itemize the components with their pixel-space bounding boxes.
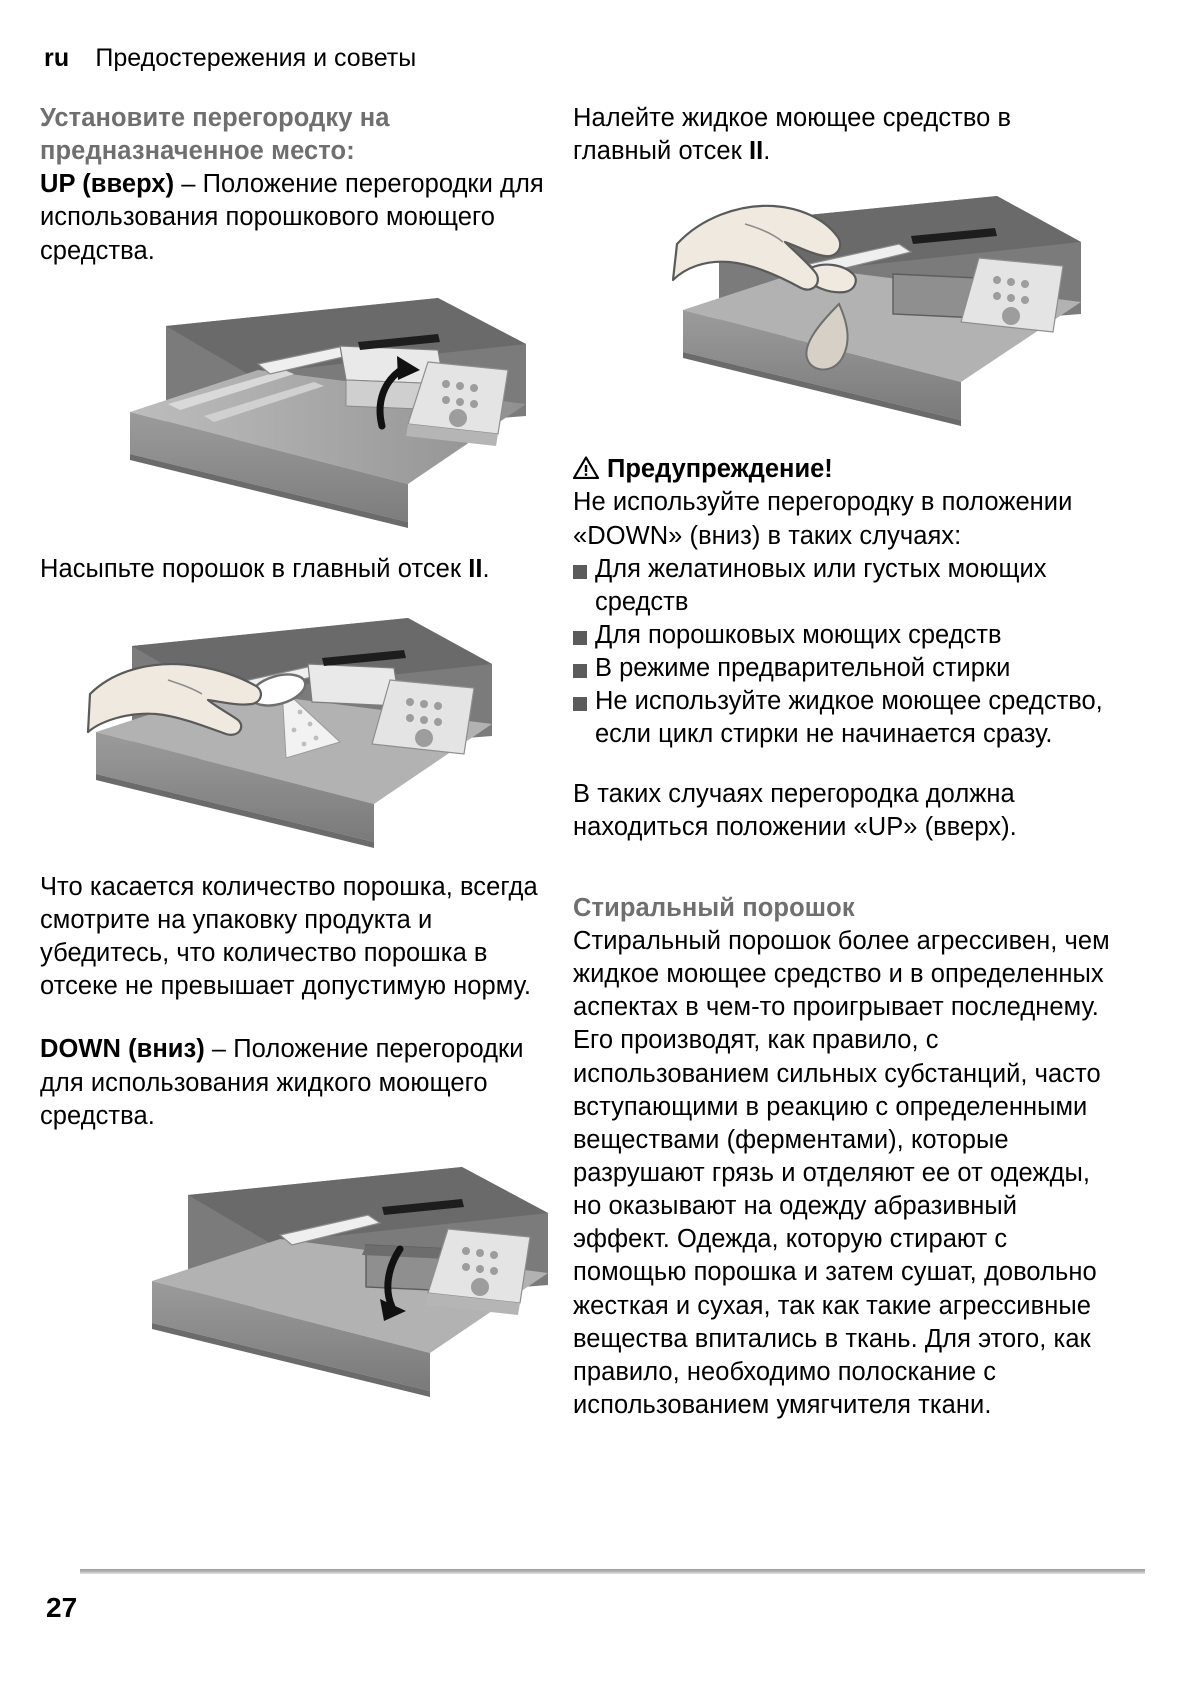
list-item-label: В режиме предварительной стирки — [595, 654, 1011, 683]
powder-amount-paragraph: Что касается количество порошка, всегда … — [40, 872, 538, 1001]
figure-pouring-liquid — [661, 184, 1089, 440]
after-bullets-paragraph: В таких случаях перегородка должна наход… — [573, 779, 1017, 841]
caption-pour-liquid-post: . — [763, 137, 771, 166]
page-number: 27 — [46, 1592, 78, 1623]
warning-bullet-list: Для желатиновых или густых моющих средст… — [573, 553, 1113, 752]
up-text: Положение перегородки для использования … — [40, 170, 544, 265]
list-item-label: Для желатиновых или густых моющих средст… — [595, 554, 1047, 616]
caption-pour-liquid-pre: Налейте жидкое моющее средство в главный… — [573, 104, 1012, 166]
list-item: Для желатиновых или густых моющих средст… — [573, 553, 1113, 619]
list-item: Не используйте жидкое моющее средство, е… — [573, 685, 1113, 751]
caption-add-powder: Насыпьте порошок в главный отсек II. — [40, 553, 545, 586]
down-label: DOWN (вниз) — [40, 1035, 205, 1064]
section-heading-install-divider: Установите перегородку на предназначенно… — [40, 104, 390, 166]
section-heading-washing-powder: Стиральный порошок — [573, 893, 855, 922]
compartment-label-ii: II — [468, 554, 483, 583]
list-item: В режиме предварительной стирки — [573, 652, 1113, 685]
bullet-square-icon — [573, 630, 587, 645]
caption-add-powder-pre: Насыпьте порошок в главный отсек — [40, 554, 469, 583]
caption-pour-liquid: Налейте жидкое моющее средство в главный… — [573, 102, 1113, 168]
up-label: UP (вверх) — [40, 170, 175, 199]
page-footer: 27 — [46, 1592, 77, 1624]
down-text: Положение перегородки для использования … — [40, 1035, 524, 1130]
bullet-square-icon — [573, 664, 587, 679]
up-position-paragraph: UP (вверх) – Положение перегородки для и… — [40, 168, 545, 267]
caption-add-powder-post: . — [482, 554, 490, 583]
down-dash: – — [204, 1035, 234, 1064]
footer-rule — [80, 1569, 1145, 1574]
warning-intro: Не используйте перегородку в положении «… — [573, 488, 1073, 550]
list-item-label: Не используйте жидкое моющее средство, е… — [595, 687, 1103, 749]
left-column: Установите перегородку на предназначенно… — [40, 102, 558, 1422]
bullet-square-icon — [573, 564, 587, 579]
figure-pouring-powder — [72, 601, 500, 857]
list-item: Для порошковых моющих средств — [573, 619, 1113, 652]
list-item-label: Для порошковых моющих средств — [595, 620, 1002, 649]
warning-title: Предупреждение! — [607, 455, 833, 484]
figure-divider-up — [108, 283, 536, 539]
language-code: ru — [44, 44, 70, 72]
washing-powder-body: Стиральный порошок более агрессивен, чем… — [573, 926, 1110, 1419]
warning-triangle-icon — [572, 455, 600, 480]
breadcrumb: Предостережения и советы — [95, 44, 417, 72]
two-column-body: Установите перегородку на предназначенно… — [40, 102, 1150, 1422]
warning-heading: Предупреждение! — [572, 453, 1113, 486]
figure-divider-down — [130, 1148, 558, 1409]
page-header: ru Предостережения и советы — [44, 44, 1150, 78]
bullet-square-icon — [573, 697, 587, 712]
compartment-label-ii-right: II — [748, 137, 764, 166]
right-column: Налейте жидкое моющее средство в главный… — [572, 102, 1113, 1422]
up-dash: – — [174, 170, 203, 199]
down-position-paragraph: DOWN (вниз) – Положение перегородки для … — [40, 1033, 545, 1132]
